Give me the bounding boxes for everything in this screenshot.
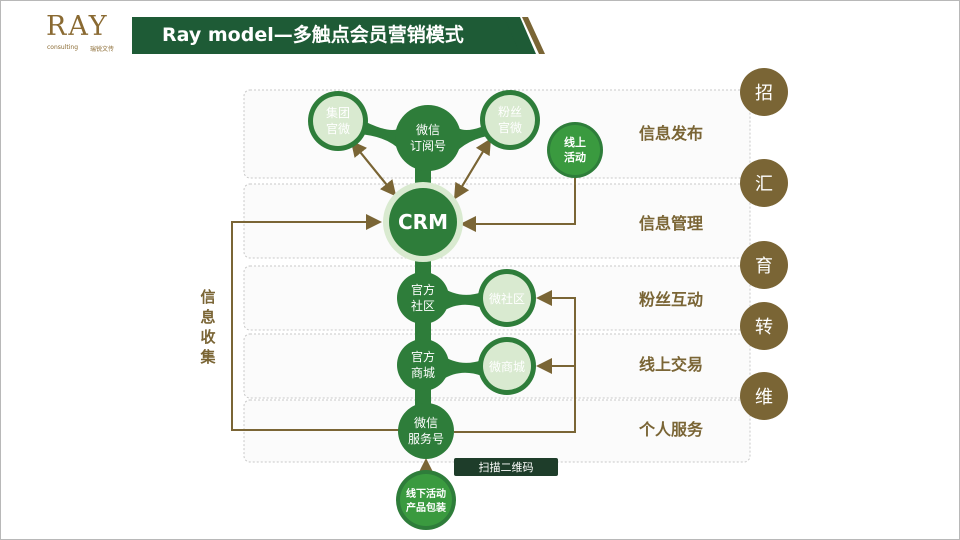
stage-circles: 招 汇 育 转 维 (740, 68, 788, 420)
arrow-activity-crm (460, 176, 576, 232)
node-micro-mall: 微商城 (478, 337, 536, 395)
ray-logo: RAY consulting 瑞锐文传 (46, 12, 126, 56)
title-decoration (504, 17, 545, 54)
stage-4-label: 转 (755, 317, 773, 338)
row-label-service: 个人服务 (638, 420, 704, 439)
row-label-fans: 粉丝互动 (639, 290, 703, 309)
logo-sub-cn: 瑞锐文传 (90, 46, 115, 53)
logo-sub: consulting (47, 44, 78, 51)
group-weibo-line2: 官微 (326, 121, 350, 136)
online-activity-line1: 线上 (564, 135, 586, 149)
info-collect-char2: 息 (200, 308, 215, 326)
page-title: Ray model—多触点会员营销模式 (162, 24, 464, 46)
official-mall-line1: 官方 (411, 349, 435, 364)
row-label-publish: 信息发布 (639, 124, 703, 143)
flow-arrows (231, 138, 576, 478)
stage-5-label: 维 (755, 387, 773, 408)
node-crm: CRM (383, 182, 463, 262)
offline-line1: 线下活动 (406, 487, 446, 500)
node-group-weibo: 集团 官微 (308, 91, 368, 151)
stage-circle-2: 汇 (740, 159, 788, 207)
scan-qr-label: 扫描二维码 (479, 460, 534, 474)
stage-3-label: 育 (755, 256, 773, 277)
arrow-group-weibo-crm (350, 140, 396, 196)
node-fans-weibo: 粉丝 官微 (480, 90, 540, 150)
stage-2-label: 汇 (755, 174, 773, 195)
info-collect-char4: 集 (199, 348, 216, 366)
wechat-service-line1: 微信 (414, 416, 438, 430)
node-wechat-service: 微信 服务号 (398, 403, 454, 459)
wechat-subscribe-line1: 微信 (416, 123, 440, 137)
row-label-manage: 信息管理 (639, 214, 703, 233)
official-mall-line2: 商城 (411, 365, 435, 380)
title-bar: Ray model—多触点会员营销模式 (132, 17, 520, 54)
logo-text: RAY (46, 11, 109, 42)
node-online-activity: 线上 活动 (547, 122, 603, 178)
info-collect-label: 信 息 收 集 (199, 288, 216, 366)
micro-mall-label: 微商城 (489, 359, 525, 374)
info-collect-char1: 信 (200, 288, 215, 306)
official-community-line1: 官方 (411, 282, 435, 297)
online-activity-line2: 活动 (564, 150, 586, 164)
micro-community-label: 微社区 (489, 291, 525, 306)
offline-line2: 产品包装 (406, 501, 446, 514)
stage-circle-4: 转 (740, 302, 788, 350)
official-community-line2: 社区 (411, 298, 435, 313)
scan-qr-tag: 扫描二维码 (454, 458, 558, 476)
node-micro-community: 微社区 (478, 269, 536, 327)
arrow-fans-weibo-crm (454, 138, 492, 199)
node-wechat-subscribe: 微信 订阅号 (395, 105, 461, 171)
row-labels: 信息发布 信息管理 粉丝互动 线上交易 个人服务 (638, 124, 704, 439)
stage-circle-1: 招 (740, 68, 788, 116)
stage-circle-5: 维 (740, 372, 788, 420)
info-collect-char3: 收 (200, 328, 215, 346)
wechat-service-line2: 服务号 (408, 431, 444, 446)
crm-label: CRM (398, 210, 448, 234)
group-weibo-line1: 集团 (326, 105, 350, 120)
fans-weibo-line1: 粉丝 (498, 105, 522, 119)
wechat-subscribe-line2: 订阅号 (410, 139, 446, 153)
stage-circle-3: 育 (740, 241, 788, 289)
node-official-community: 官方 社区 (397, 272, 449, 324)
node-offline: 线下活动 产品包装 (396, 470, 456, 530)
row-label-trade: 线上交易 (639, 355, 703, 374)
fans-weibo-line2: 官微 (498, 120, 522, 135)
arrow-info-collect (231, 214, 400, 431)
node-official-mall: 官方 商城 (397, 339, 449, 391)
stage-1-label: 招 (755, 83, 773, 104)
